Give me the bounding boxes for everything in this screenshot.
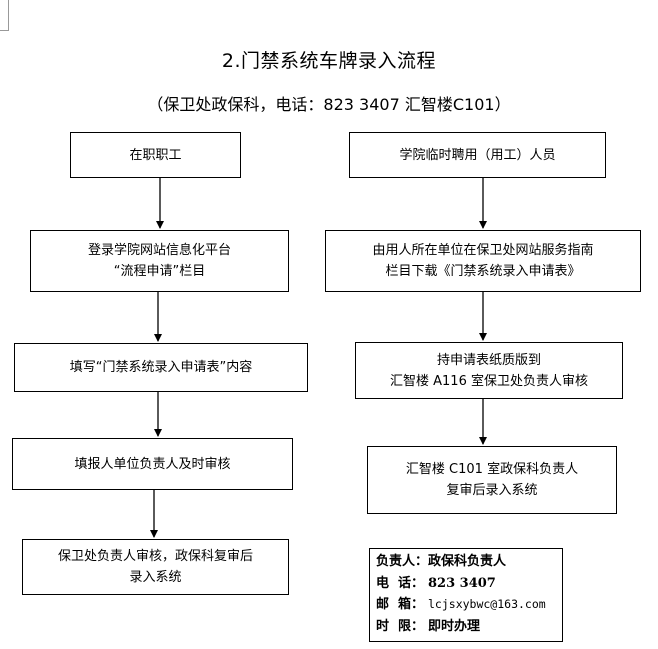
flowchart-subtitle: （保卫处政保科，电话：823 3407 汇智楼C101） — [147, 95, 511, 114]
right-step-1-line-1: 学院临时聘用（用工）人员 — [399, 147, 556, 163]
right-step-4-box: 汇智楼 C101 室政保科负责人 复审后录入系统 — [367, 446, 617, 514]
contact-time-row: 时 限：即时办理 — [376, 616, 562, 638]
left-step-2-box: 登录学院网站信息化平台 “流程申请”栏目 — [30, 230, 289, 292]
left-step-3-line-1: 填写“门禁系统录入申请表”内容 — [69, 360, 253, 375]
contact-email-row: 邮 箱：lcjsxybwc@163.com — [376, 594, 562, 616]
right-step-4-line-2: 复审后录入系统 — [446, 483, 538, 498]
page-corner-mark — [0, 0, 9, 31]
contact-info-box: 负责人：政保科负责人 电 话：823 3407 邮 箱：lcjsxybwc@16… — [369, 548, 563, 642]
contact-phone-value: 823 3407 — [428, 575, 496, 591]
right-step-1-box: 学院临时聘用（用工）人员 — [349, 132, 606, 178]
left-step-1-box: 在职职工 — [70, 132, 241, 178]
contact-time-label: 时 限： — [376, 618, 425, 634]
right-step-2-line-1: 由用人所在单位在保卫处网站服务指南 — [372, 243, 594, 258]
left-step-1-line-1: 在职职工 — [129, 147, 182, 163]
contact-responsible-label: 负责人： — [376, 554, 429, 569]
right-step-2-line-2: 栏目下载《门禁系统录入申请表》 — [385, 264, 581, 279]
contact-email-label: 邮 箱： — [376, 597, 425, 612]
right-step-3-line-1: 持申请表纸质版到 — [436, 352, 541, 368]
contact-responsible-row: 负责人：政保科负责人 — [376, 551, 562, 573]
right-step-4-line-1: 汇智楼 C101 室政保科负责人 — [405, 462, 579, 477]
left-step-4-line-1: 填报人单位负责人及时审核 — [74, 456, 231, 472]
contact-time-value: 即时办理 — [428, 618, 481, 634]
contact-responsible-value: 政保科负责人 — [428, 554, 507, 569]
left-step-3-box: 填写“门禁系统录入申请表”内容 — [14, 343, 308, 392]
right-step-3-box: 持申请表纸质版到 汇智楼 A116 室保卫处负责人审核 — [355, 342, 623, 399]
left-step-5-line-2: 录入系统 — [129, 570, 182, 585]
contact-phone-row: 电 话：823 3407 — [376, 573, 562, 595]
left-step-2-line-1: 登录学院网站信息化平台 — [87, 243, 231, 258]
left-step-4-box: 填报人单位负责人及时审核 — [12, 438, 293, 490]
left-step-5-box: 保卫处负责人审核，政保科复审后 录入系统 — [22, 539, 289, 595]
contact-phone-label: 电 话： — [376, 575, 425, 591]
contact-email-value: lcjsxybwc@163.com — [428, 597, 546, 611]
right-step-3-line-2: 汇智楼 A116 室保卫处负责人审核 — [390, 373, 588, 389]
flowchart-title: 2.门禁系统车牌录入流程 — [221, 50, 437, 72]
right-step-2-box: 由用人所在单位在保卫处网站服务指南 栏目下载《门禁系统录入申请表》 — [325, 230, 641, 292]
left-step-2-line-2: “流程申请”栏目 — [113, 264, 206, 279]
left-step-5-line-1: 保卫处负责人审核，政保科复审后 — [57, 549, 253, 564]
